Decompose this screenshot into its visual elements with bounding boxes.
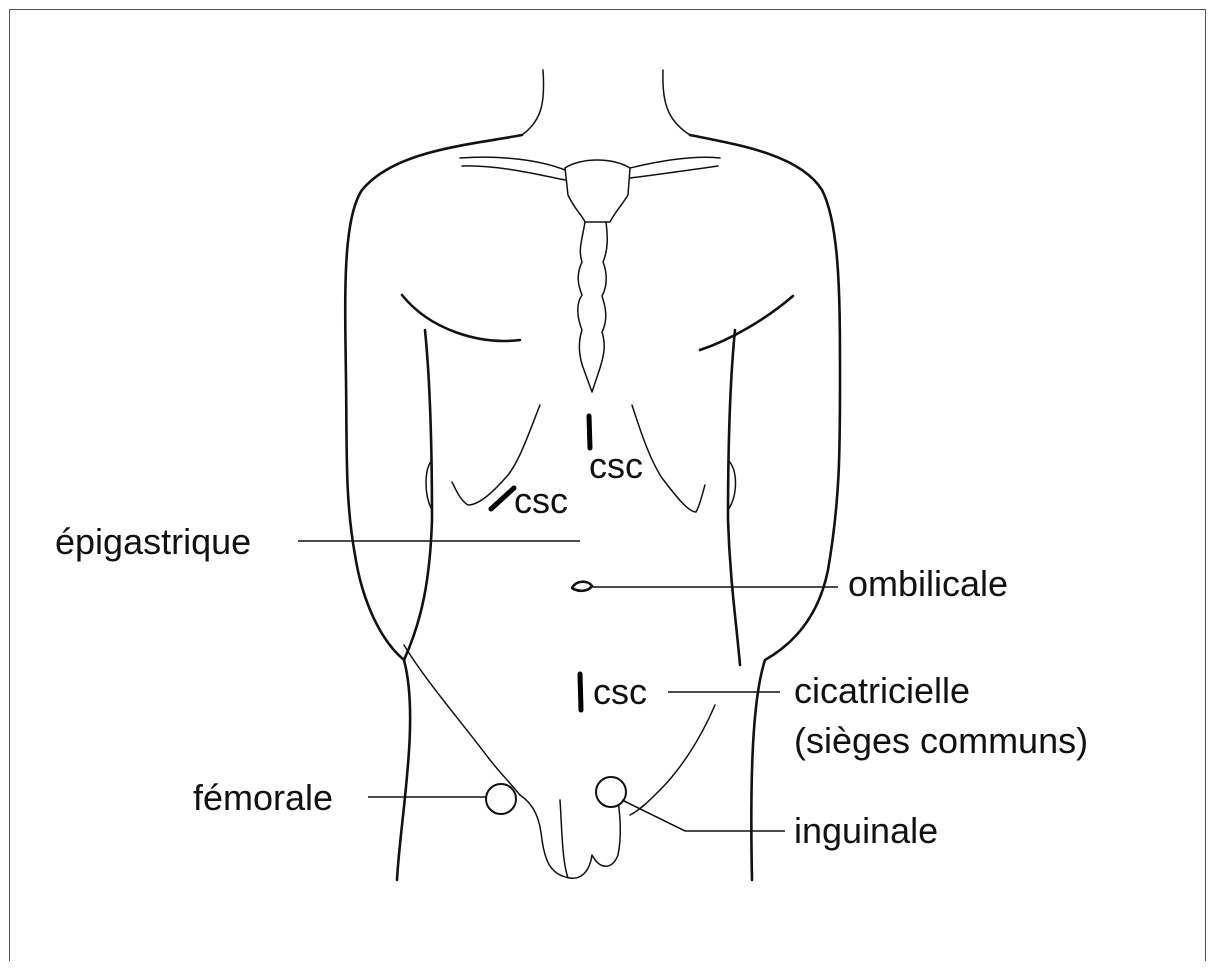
inguinale-leader <box>622 800 785 831</box>
inguinale-label: inguinale <box>794 810 938 851</box>
csc-lower-label: csc <box>593 671 647 712</box>
right-groin-line <box>630 705 715 815</box>
neck-left-line <box>522 70 544 135</box>
left-groin-line <box>404 645 520 795</box>
lower-midline-scar <box>580 674 581 710</box>
right-pectoral-line <box>700 296 793 350</box>
femorale-label: fémorale <box>193 777 333 818</box>
genital-outline <box>520 795 620 878</box>
umbilicus <box>572 582 592 591</box>
ombilicale-label: ombilicale <box>848 563 1008 604</box>
manubrium <box>565 160 630 222</box>
inguinal-hernia-marker <box>596 777 626 807</box>
neck-right-line <box>663 70 690 135</box>
sternal-scar <box>589 416 590 448</box>
right-shoulder-arm-outline <box>690 135 840 880</box>
right-clavicle <box>630 157 720 178</box>
left-clavicle <box>460 157 565 180</box>
subcostal-scar <box>491 488 514 509</box>
epigastrique-label: épigastrique <box>55 521 251 562</box>
csc-subcostal-label: csc <box>514 480 568 521</box>
left-pectoral-line <box>402 295 520 341</box>
cicatricielle-label: cicatricielle <box>794 670 970 711</box>
csc-sternal-label: csc <box>589 445 643 486</box>
sieges-communs-label: (sièges communs) <box>794 720 1088 761</box>
femoral-hernia-marker <box>486 784 516 814</box>
sternum-body <box>578 222 607 392</box>
left-torso-side <box>404 330 432 660</box>
